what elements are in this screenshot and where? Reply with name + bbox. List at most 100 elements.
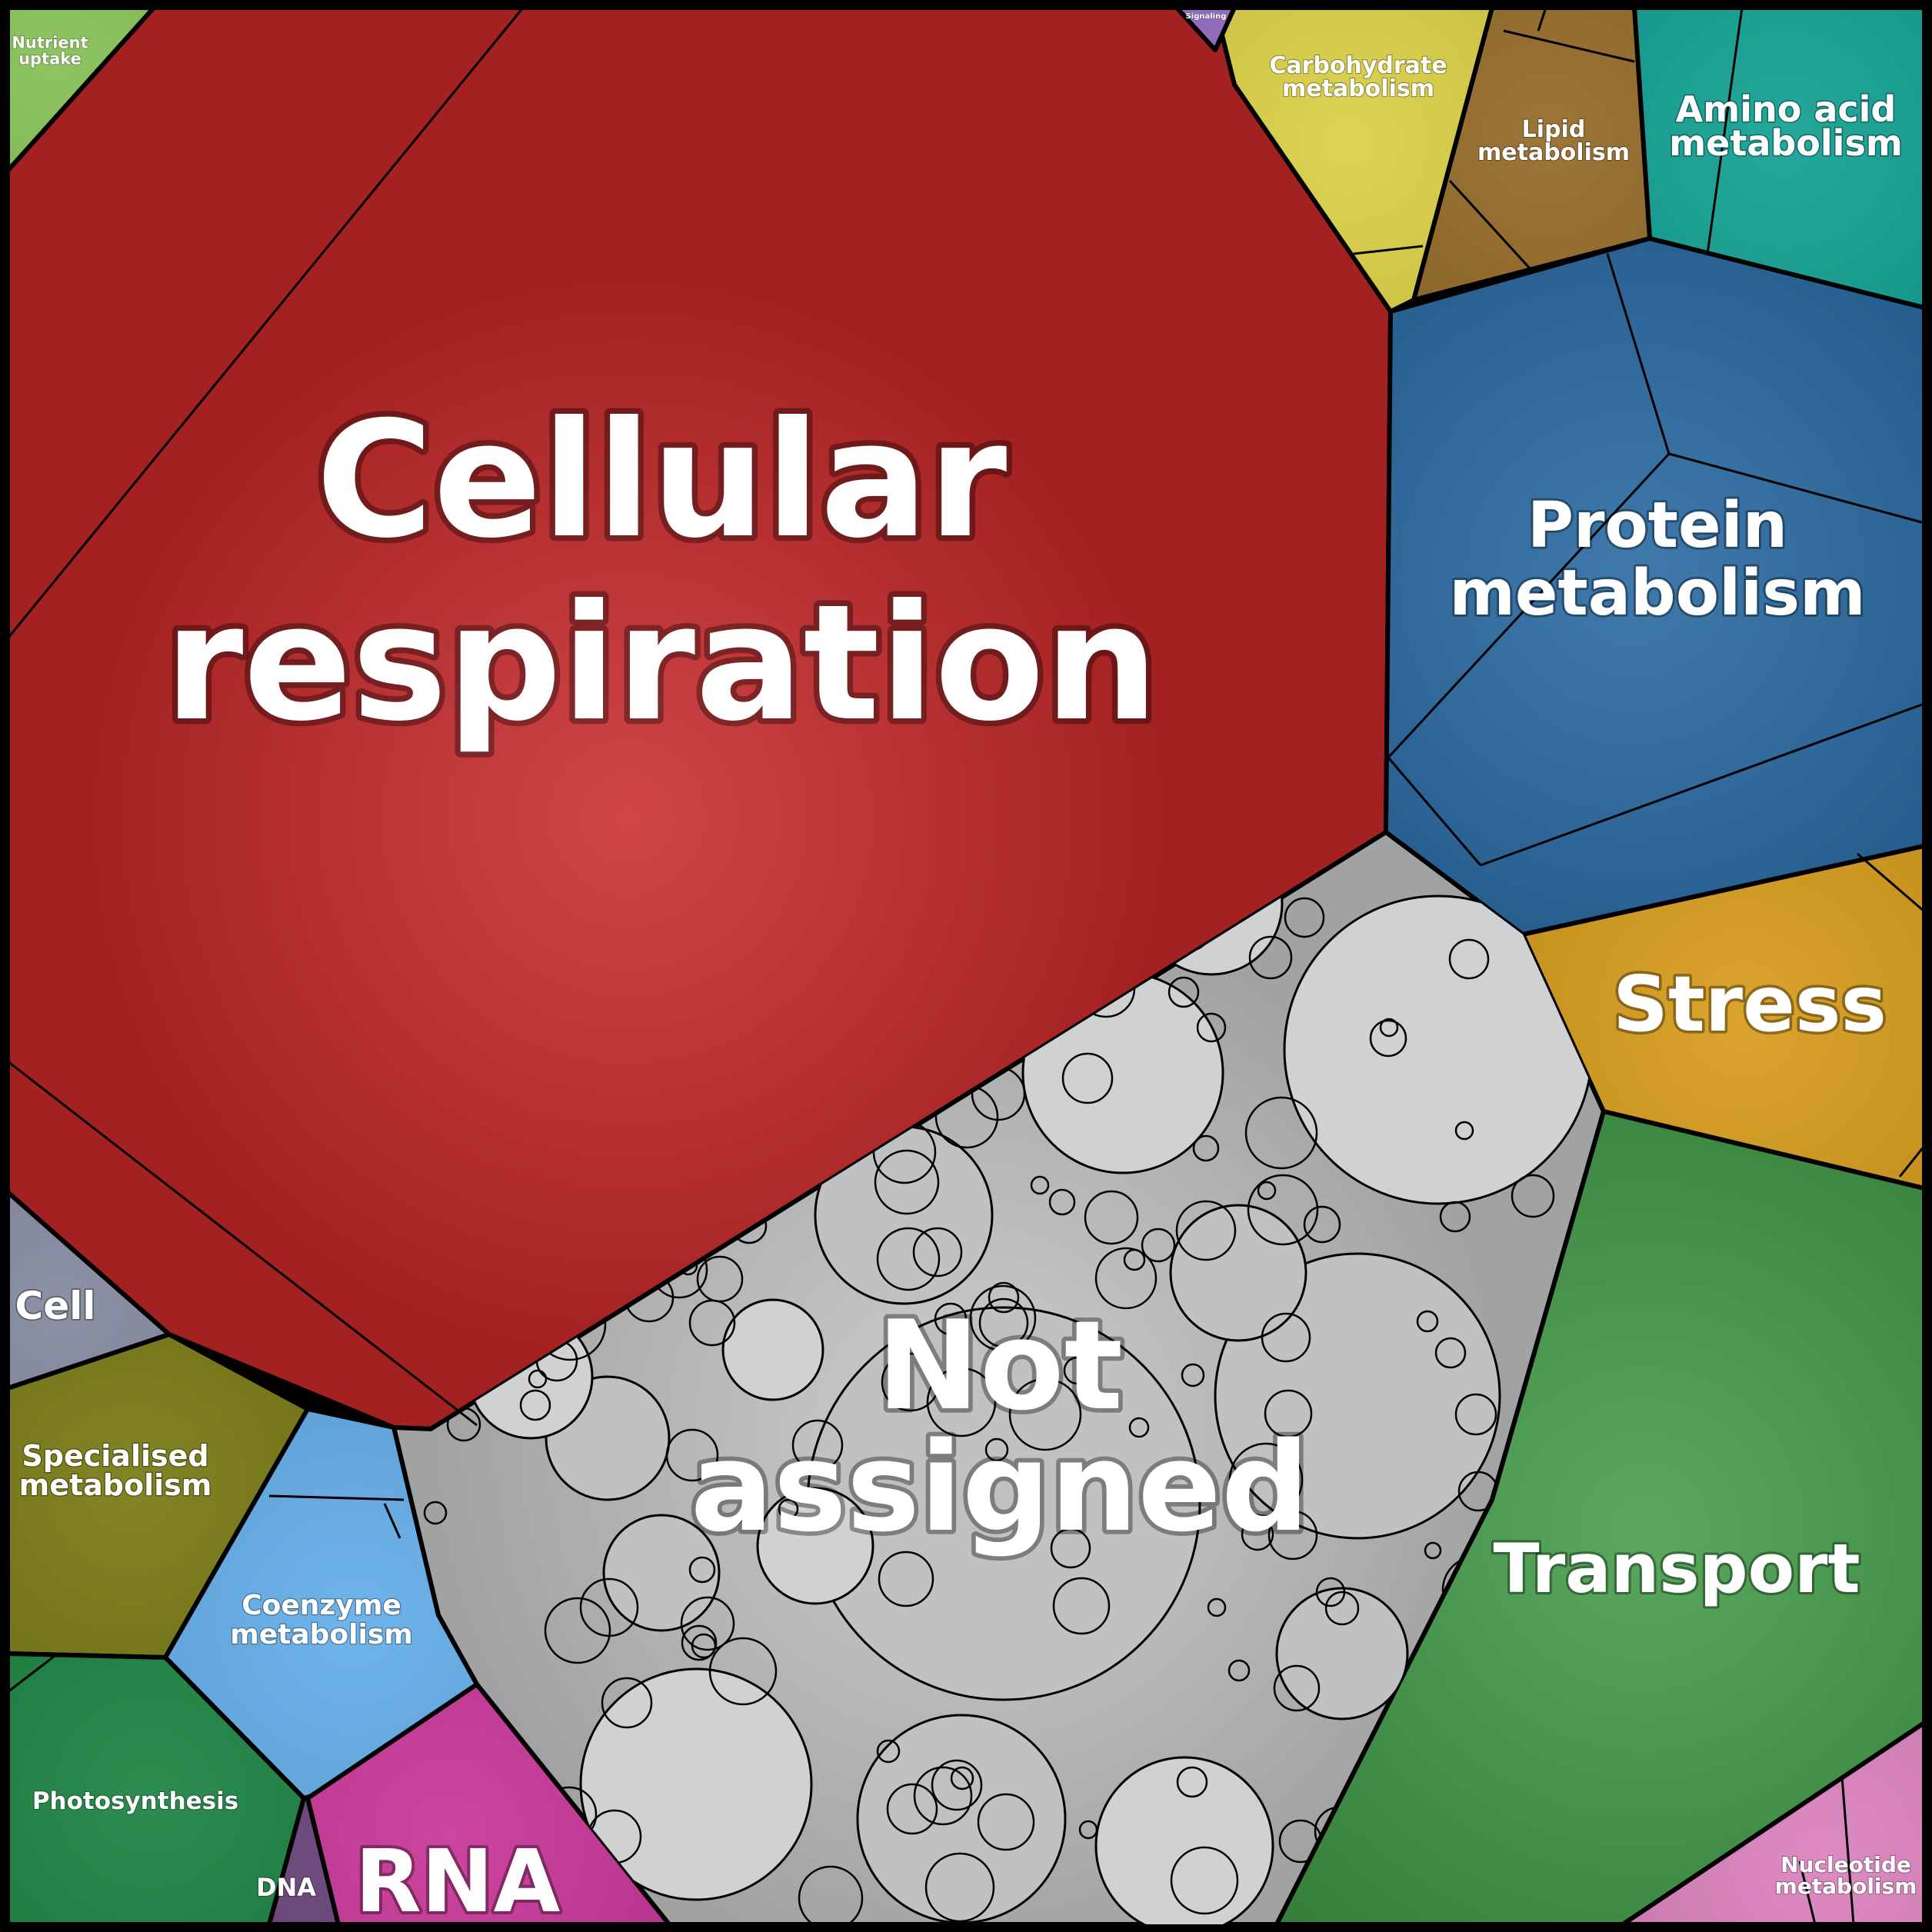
not-assigned-subcells (408, 832, 1604, 1924)
not-assigned-subcell (1008, 1377, 1082, 1451)
label-rna-line-0: RNA (355, 1832, 561, 1932)
not-assigned-subcell (926, 1367, 997, 1437)
not-assigned-subcell (1207, 1597, 1227, 1617)
not-assigned-subcell (1196, 1012, 1227, 1043)
not-assigned-subcell (1264, 1389, 1313, 1438)
subcell-border-photosynthesis-0 (7, 1652, 58, 1694)
label-cell: Cell (15, 1284, 96, 1328)
subcell-border-protein-metabolism-0 (1606, 253, 1671, 455)
not-assigned-subcell (1094, 1756, 1274, 1924)
label-signaling: Signaling (1186, 12, 1227, 21)
not-assigned-subcell (1434, 1337, 1467, 1369)
not-assigned-subcell (1078, 1820, 1098, 1840)
label-photosynthesis: Photosynthesis (32, 1787, 238, 1815)
subcell-border-lipid-metabolism-1 (1448, 179, 1532, 271)
not-assigned-subcell (988, 1281, 1020, 1314)
label-nutrient-uptake-line-1: uptake (18, 50, 82, 68)
label-specialised-metabolism-line-1: metabolism (19, 1468, 212, 1502)
not-assigned-subcell (680, 1596, 735, 1651)
not-assigned-subcell (1050, 1527, 1091, 1569)
not-assigned-subcell (950, 1766, 974, 1790)
not-assigned-subcell (1257, 1181, 1277, 1201)
not-assigned-subcell (665, 1428, 719, 1482)
not-assigned-subcell (688, 1556, 716, 1584)
not-assigned-subcell (1181, 1363, 1205, 1387)
not-assigned-subcell (601, 1677, 653, 1729)
subcell-border-nucleotide-metabolism-1 (1798, 1860, 1817, 1925)
not-assigned-subcell (1284, 897, 1325, 938)
label-dna-line-0: DNA (256, 1873, 316, 1902)
subcell-border-cellular-respiration-1 (7, 1060, 478, 1427)
not-assigned-subcell (1267, 1510, 1318, 1561)
label-carbohydrate-metabolism-line-1: metabolism (1282, 75, 1434, 102)
label-nucleotide-metabolism-line-1: metabolism (1775, 1874, 1917, 1899)
not-assigned-subcell (579, 1667, 813, 1901)
not-assigned-subcell (798, 1865, 864, 1924)
not-assigned-subcell (934, 1302, 968, 1336)
label-amino-acid-metabolism-line-0: Amino acid (1676, 88, 1897, 130)
not-assigned-subcell (1030, 1175, 1050, 1195)
not-assigned-subcell (1454, 1393, 1497, 1436)
subcell-border-amino-acid-metabolism-0 (1706, 7, 1744, 255)
not-assigned-subcell (423, 1501, 448, 1525)
not-assigned-subcell (1175, 1200, 1237, 1261)
label-signaling-line-0: Signaling (1186, 12, 1227, 21)
not-assigned-subcell (721, 1298, 824, 1401)
label-cellular-respiration-line-0: Cellular (316, 388, 1008, 574)
not-assigned-subcell (1379, 1018, 1399, 1038)
label-nutrient-uptake-line-0: Nutrient (12, 34, 88, 52)
subcell-border-stress-0 (1857, 852, 1925, 913)
not-assigned-subcell (1273, 1664, 1321, 1712)
not-assigned-subcell (856, 1714, 1067, 1924)
label-coenzyme-metabolism-line-1: metabolism (230, 1619, 413, 1651)
not-assigned-subcell (696, 1255, 744, 1303)
subcell-border-lipid-metabolism-2 (1537, 7, 1547, 32)
not-assigned-subcell (924, 1852, 995, 1923)
not-assigned-subcell (874, 1149, 940, 1215)
label-protein-metabolism-line-1: metabolism (1449, 557, 1865, 630)
not-assigned-subcell (1214, 1252, 1501, 1540)
subcell-border-carbohydrate-metabolism-0 (1353, 245, 1424, 255)
not-assigned-subcell (1063, 1356, 1092, 1385)
not-assigned-subcell (1169, 1204, 1307, 1342)
not-assigned-subcell (878, 1551, 934, 1607)
label-protein-metabolism-line-0: Protein (1527, 489, 1787, 562)
not-assigned-subcell (1511, 1174, 1555, 1218)
label-not-assigned-line-0: Not (877, 1294, 1123, 1437)
not-assigned-subcell (1141, 1227, 1176, 1263)
label-nucleotide-metabolism-line-0: Nucleotide (1780, 1852, 1911, 1877)
subcell-border-protein-metabolism-1 (1668, 452, 1925, 525)
label-stress: Stress (1613, 959, 1887, 1049)
label-specialised-metabolism-line-0: Specialised (22, 1439, 208, 1473)
not-assigned-subcell (1176, 1766, 1208, 1798)
not-assigned-subcell (681, 1624, 718, 1661)
not-assigned-subcell (1248, 935, 1293, 980)
not-assigned-subcell (984, 1437, 1009, 1462)
not-assigned-subcell (1424, 1541, 1442, 1560)
subcell-border-protein-metabolism-3 (1387, 757, 1482, 866)
label-cellular-respiration-line-1: respiration (165, 571, 1158, 757)
not-assigned-subcell (1192, 1134, 1220, 1162)
not-assigned-subcell (1416, 1310, 1439, 1333)
not-assigned-subcell (886, 1783, 938, 1835)
subcell-border-stress-1 (1898, 1145, 1926, 1178)
not-assigned-subcell (1241, 1517, 1274, 1551)
not-assigned-subcell (1228, 1442, 1304, 1517)
not-assigned-subcell (1247, 1174, 1319, 1246)
label-dna: DNA (256, 1873, 316, 1902)
subcell-border-coenzyme-metabolism-0 (268, 1494, 405, 1501)
label-cell-line-0: Cell (15, 1284, 96, 1328)
not-assigned-subcell (1061, 1052, 1114, 1104)
not-assigned-subcell (544, 1597, 611, 1664)
not-assigned-subcell (1261, 1312, 1311, 1363)
not-assigned-subcell (978, 1297, 1029, 1348)
